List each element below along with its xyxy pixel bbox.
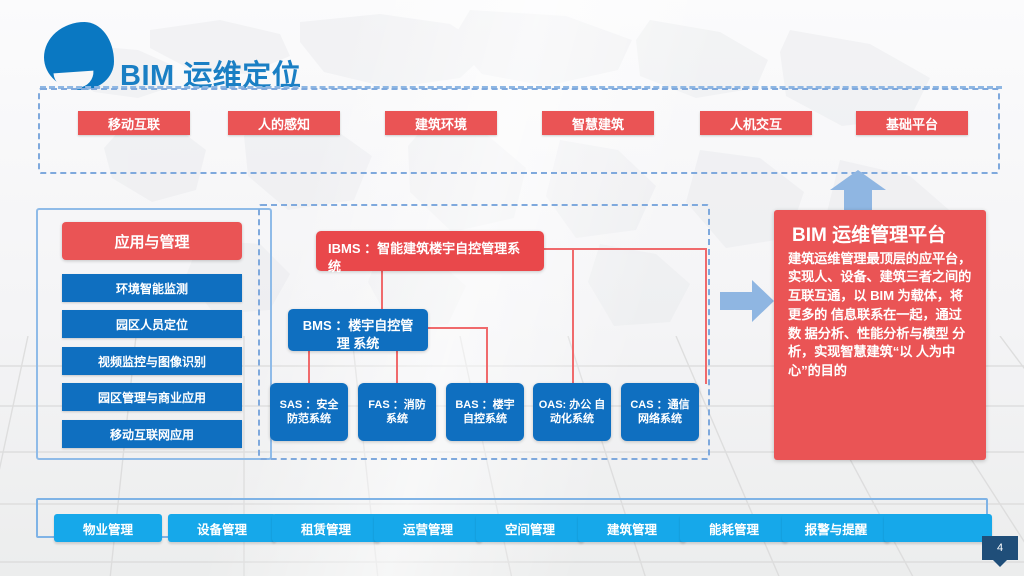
- bottom-chip-8[interactable]: [884, 514, 992, 542]
- node-bms-label: BMS ：楼宇自控管 理 系统: [302, 318, 414, 351]
- top-chip-1-label: 人的感知: [257, 116, 310, 132]
- left-item-2-label: 视频监控与图像识别: [97, 354, 206, 369]
- page-number-badge: 4: [982, 536, 1018, 560]
- bottom-chip-4-label: 空间管理: [504, 522, 555, 537]
- leaf-bas[interactable]: BAS ：楼宇 自控系统: [446, 383, 524, 441]
- connector-bms-fas: [396, 349, 398, 384]
- left-item-1-label: 园区人员定位: [115, 317, 188, 332]
- bottom-chip-1-label: 设备管理: [196, 522, 247, 537]
- left-item-3-label: 园区管理与商业应用: [97, 390, 206, 405]
- leaf-bas-label: BAS ：楼宇 自控系统: [455, 398, 515, 425]
- left-panel-header-label: 应用与管理: [114, 233, 190, 251]
- page-number-label: 4: [996, 542, 1004, 554]
- top-chip-0[interactable]: 移动互联: [78, 111, 190, 135]
- leaf-sas[interactable]: SAS ：安全 防范系统: [270, 383, 348, 441]
- right-panel-body: 建筑运维管理最顶层的应平台，实现人、设备、建筑三者之间的互联互通，以 BIM 为…: [788, 250, 972, 379]
- bottom-chip-3-label: 运营管理: [402, 522, 453, 537]
- bottom-chip-4[interactable]: 空间管理: [476, 514, 584, 542]
- leaf-sas-label: SAS ：安全 防范系统: [279, 398, 339, 425]
- bottom-chip-2-label: 租赁管理: [300, 522, 351, 537]
- bottom-chip-3[interactable]: 运营管理: [374, 514, 482, 542]
- left-item-4-label: 移动互联网应用: [109, 427, 194, 442]
- left-section-frame: [36, 208, 272, 460]
- top-chip-4[interactable]: 人机交互: [700, 111, 812, 135]
- leaf-oas[interactable]: OAS: 办公 自动化系统: [533, 383, 611, 441]
- top-chip-1[interactable]: 人的感知: [228, 111, 340, 135]
- leaf-cas[interactable]: CAS ：通信 网络系统: [621, 383, 699, 441]
- bottom-chip-6[interactable]: 能耗管理: [680, 514, 788, 542]
- leaf-fas[interactable]: FAS ：消防 系统: [358, 383, 436, 441]
- connector-bms-bas-h: [428, 327, 488, 329]
- top-chip-3-label: 智慧建筑: [571, 116, 624, 132]
- node-bms[interactable]: BMS ：楼宇自控管 理 系统: [288, 309, 428, 351]
- bottom-chip-0[interactable]: 物业管理: [54, 514, 162, 542]
- top-chip-2[interactable]: 建筑环境: [385, 111, 497, 135]
- connector-right-down-cas: [705, 248, 707, 384]
- left-item-0-label: 环境智能监测: [115, 281, 188, 296]
- right-panel-title: BIM 运维管理平台: [792, 225, 947, 246]
- top-section-frame: [38, 88, 1000, 174]
- node-ibms[interactable]: IBMS ：智能建筑楼宇自控管理系统: [316, 231, 544, 274]
- leaf-cas-label: CAS ：通信 网络系统: [630, 398, 690, 425]
- left-item-3[interactable]: 园区管理与商业应用: [62, 383, 242, 411]
- connector-right-down-oas: [572, 248, 574, 384]
- bottom-chip-7[interactable]: 报警与提醒: [782, 514, 890, 542]
- leaf-fas-label: FAS ：消防 系统: [368, 398, 426, 425]
- left-panel-header: 应用与管理: [62, 222, 242, 260]
- top-chip-2-label: 建筑环境: [414, 116, 467, 132]
- top-chip-5-label: 基础平台: [885, 116, 938, 132]
- left-item-2[interactable]: 视频监控与图像识别: [62, 347, 242, 375]
- bottom-chip-0-label: 物业管理: [82, 522, 133, 537]
- right-panel: BIM 运维管理平台 建筑运维管理最顶层的应平台，实现人、设备、建筑三者之间的互…: [774, 210, 986, 460]
- title-divider: [40, 86, 1002, 89]
- top-chip-5[interactable]: 基础平台: [856, 111, 968, 135]
- connector-bms-sas: [308, 349, 310, 384]
- arrow-right-icon: [720, 280, 774, 322]
- bottom-chip-2[interactable]: 租赁管理: [272, 514, 380, 542]
- bottom-chip-6-label: 能耗管理: [708, 522, 759, 537]
- left-item-0[interactable]: 环境智能监测: [62, 274, 242, 302]
- leaf-oas-label: OAS: 办公 自动化系统: [538, 398, 606, 425]
- top-chip-0-label: 移动互联: [107, 116, 160, 132]
- connector-bms-bas-v: [486, 327, 488, 384]
- bottom-chip-7-label: 报警与提醒: [804, 522, 868, 537]
- bottom-chip-5-label: 建筑管理: [606, 522, 657, 537]
- left-item-1[interactable]: 园区人员定位: [62, 310, 242, 338]
- bottom-chip-5[interactable]: 建筑管理: [578, 514, 686, 542]
- arrow-up-icon: [830, 170, 886, 212]
- node-ibms-label: IBMS ：智能建筑楼宇自控管理系统: [328, 241, 521, 274]
- connector-ibms-right: [543, 248, 707, 250]
- center-section-frame: [258, 204, 710, 460]
- left-item-4[interactable]: 移动互联网应用: [62, 420, 242, 448]
- bottom-chip-1[interactable]: 设备管理: [168, 514, 276, 542]
- top-chip-4-label: 人机交互: [729, 116, 782, 132]
- top-chip-3[interactable]: 智慧建筑: [542, 111, 654, 135]
- connector-ibms-bms: [381, 268, 383, 314]
